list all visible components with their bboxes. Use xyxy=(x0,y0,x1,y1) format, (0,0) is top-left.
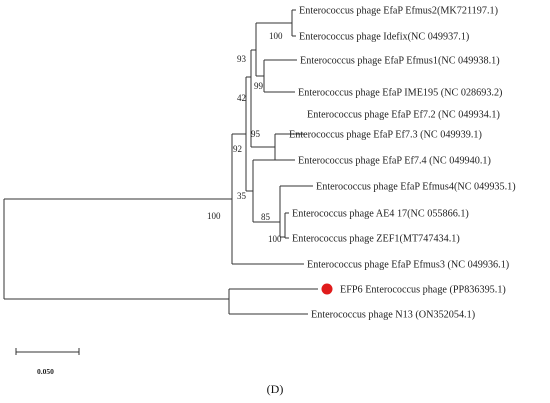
leaf-label: Enterococcus phage EfaP Efmus2(MK721197.… xyxy=(299,6,498,17)
leaf-label: Enterococcus phage EfaP Efmus4(NC 049935… xyxy=(316,182,516,193)
bootstrap-value: 42 xyxy=(237,93,246,103)
bootstrap-value: 100 xyxy=(268,234,282,244)
bootstrap-value: 100 xyxy=(269,31,283,41)
bootstrap-value: 100 xyxy=(207,211,221,221)
leaf-label: Enterococcus phage EfaP IME195 (NC 02869… xyxy=(298,88,502,99)
bootstrap-value: 85 xyxy=(261,212,271,222)
leaf-label: Enterococcus phage ZEF1(MT747434.1) xyxy=(292,234,460,245)
panel-label: (D) xyxy=(267,382,284,396)
leaf-label: Enterococcus phage EfaP Ef7.2 (NC 049934… xyxy=(307,110,500,121)
leaf-label-highlighted: EFP6 Enterococcus phage (PP836395.1) xyxy=(340,285,506,296)
bootstrap-value: 95 xyxy=(251,129,261,139)
leaf-label: Enterococcus phage AE4 17(NC 055866.1) xyxy=(292,209,469,220)
leaf-label: Enterococcus phage Idefix(NC 049937.1) xyxy=(299,32,469,43)
bootstrap-value: 35 xyxy=(237,191,247,201)
bootstrap-value: 99 xyxy=(254,81,264,91)
leaf-label: Enterococcus phage EfaP Efmus3 (NC 04993… xyxy=(307,260,509,271)
red-dot-marker xyxy=(321,283,333,295)
leaf-label: Enterococcus phage N13 (ON352054.1) xyxy=(311,310,475,321)
bootstrap-value: 93 xyxy=(237,54,247,64)
leaf-label: Enterococcus phage EfaP Ef7.4 (NC 049940… xyxy=(298,156,491,167)
bootstrap-value: 92 xyxy=(233,144,242,154)
scale-bar-label: 0.050 xyxy=(37,367,54,376)
leaf-label: Enterococcus phage EfaP Efmus1(NC 049938… xyxy=(300,56,500,67)
leaf-label: Enterococcus phage EfaP Ef7.3 (NC 049939… xyxy=(289,130,482,141)
